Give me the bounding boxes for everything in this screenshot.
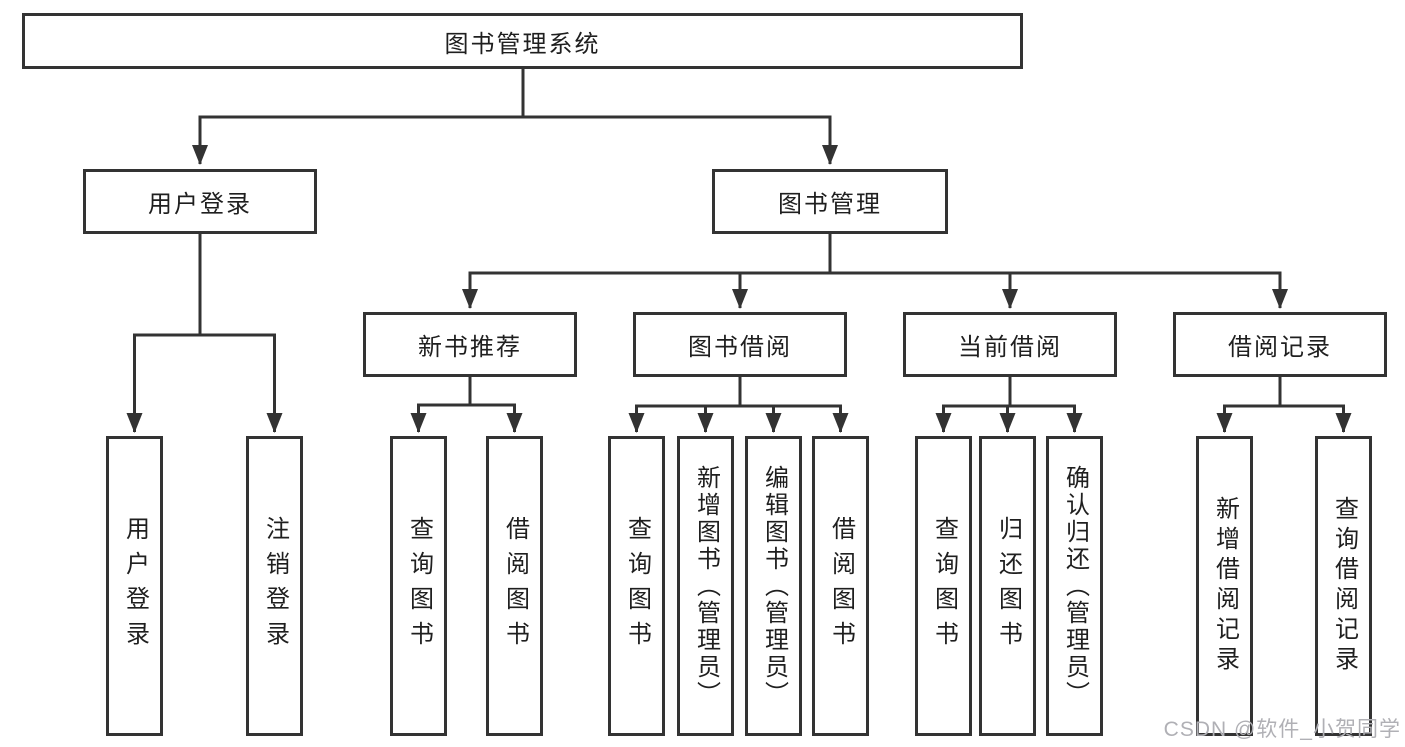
node-new-book-recommend: 新书推荐: [363, 312, 577, 377]
leaf-add-borrow-record: 新增借阅记录: [1196, 436, 1253, 736]
leaf-confirm-return-admin: 确认归还（管理员）: [1046, 436, 1103, 736]
leaf-add-books-admin: 新增图书（管理员）: [677, 436, 734, 736]
leaf-borrow-books-recommend: 借阅图书: [486, 436, 543, 736]
leaf-label: 新增借阅记录: [1211, 496, 1239, 676]
leaf-label: 注销登录: [261, 516, 289, 656]
leaf-label: 新增图书（管理员）: [692, 464, 720, 708]
leaf-borrow-books: 借阅图书: [812, 436, 869, 736]
leaf-label: 借阅图书: [501, 516, 529, 656]
leaf-label: 查询借阅记录: [1330, 496, 1358, 676]
leaf-label: 编辑图书（管理员）: [760, 464, 788, 708]
leaf-user-login: 用户登录: [106, 436, 163, 736]
node-user-login-branch: 用户登录: [83, 169, 317, 234]
node-library-management-system: 图书管理系统: [22, 13, 1023, 69]
leaf-label: 查询图书: [623, 516, 651, 656]
watermark: CSDN @软件_小贺同学: [1163, 718, 1401, 741]
node-book-management: 图书管理: [712, 169, 948, 234]
leaf-label: 确认归还（管理员）: [1061, 464, 1089, 708]
leaf-label: 查询图书: [405, 516, 433, 656]
leaf-label: 借阅图书: [827, 516, 855, 656]
leaf-label: 查询图书: [930, 516, 958, 656]
leaf-query-books-borrow: 查询图书: [608, 436, 665, 736]
leaf-edit-books-admin: 编辑图书（管理员）: [745, 436, 802, 736]
leaf-return-books: 归还图书: [979, 436, 1036, 736]
node-current-borrow: 当前借阅: [903, 312, 1117, 377]
leaf-logout: 注销登录: [246, 436, 303, 736]
node-borrow-records: 借阅记录: [1173, 312, 1387, 377]
leaf-query-books-current: 查询图书: [915, 436, 972, 736]
leaf-label: 用户登录: [121, 516, 149, 656]
leaf-query-books-recommend: 查询图书: [390, 436, 447, 736]
leaf-query-borrow-record: 查询借阅记录: [1315, 436, 1372, 736]
leaf-label: 归还图书: [994, 516, 1022, 656]
node-book-borrow: 图书借阅: [633, 312, 847, 377]
